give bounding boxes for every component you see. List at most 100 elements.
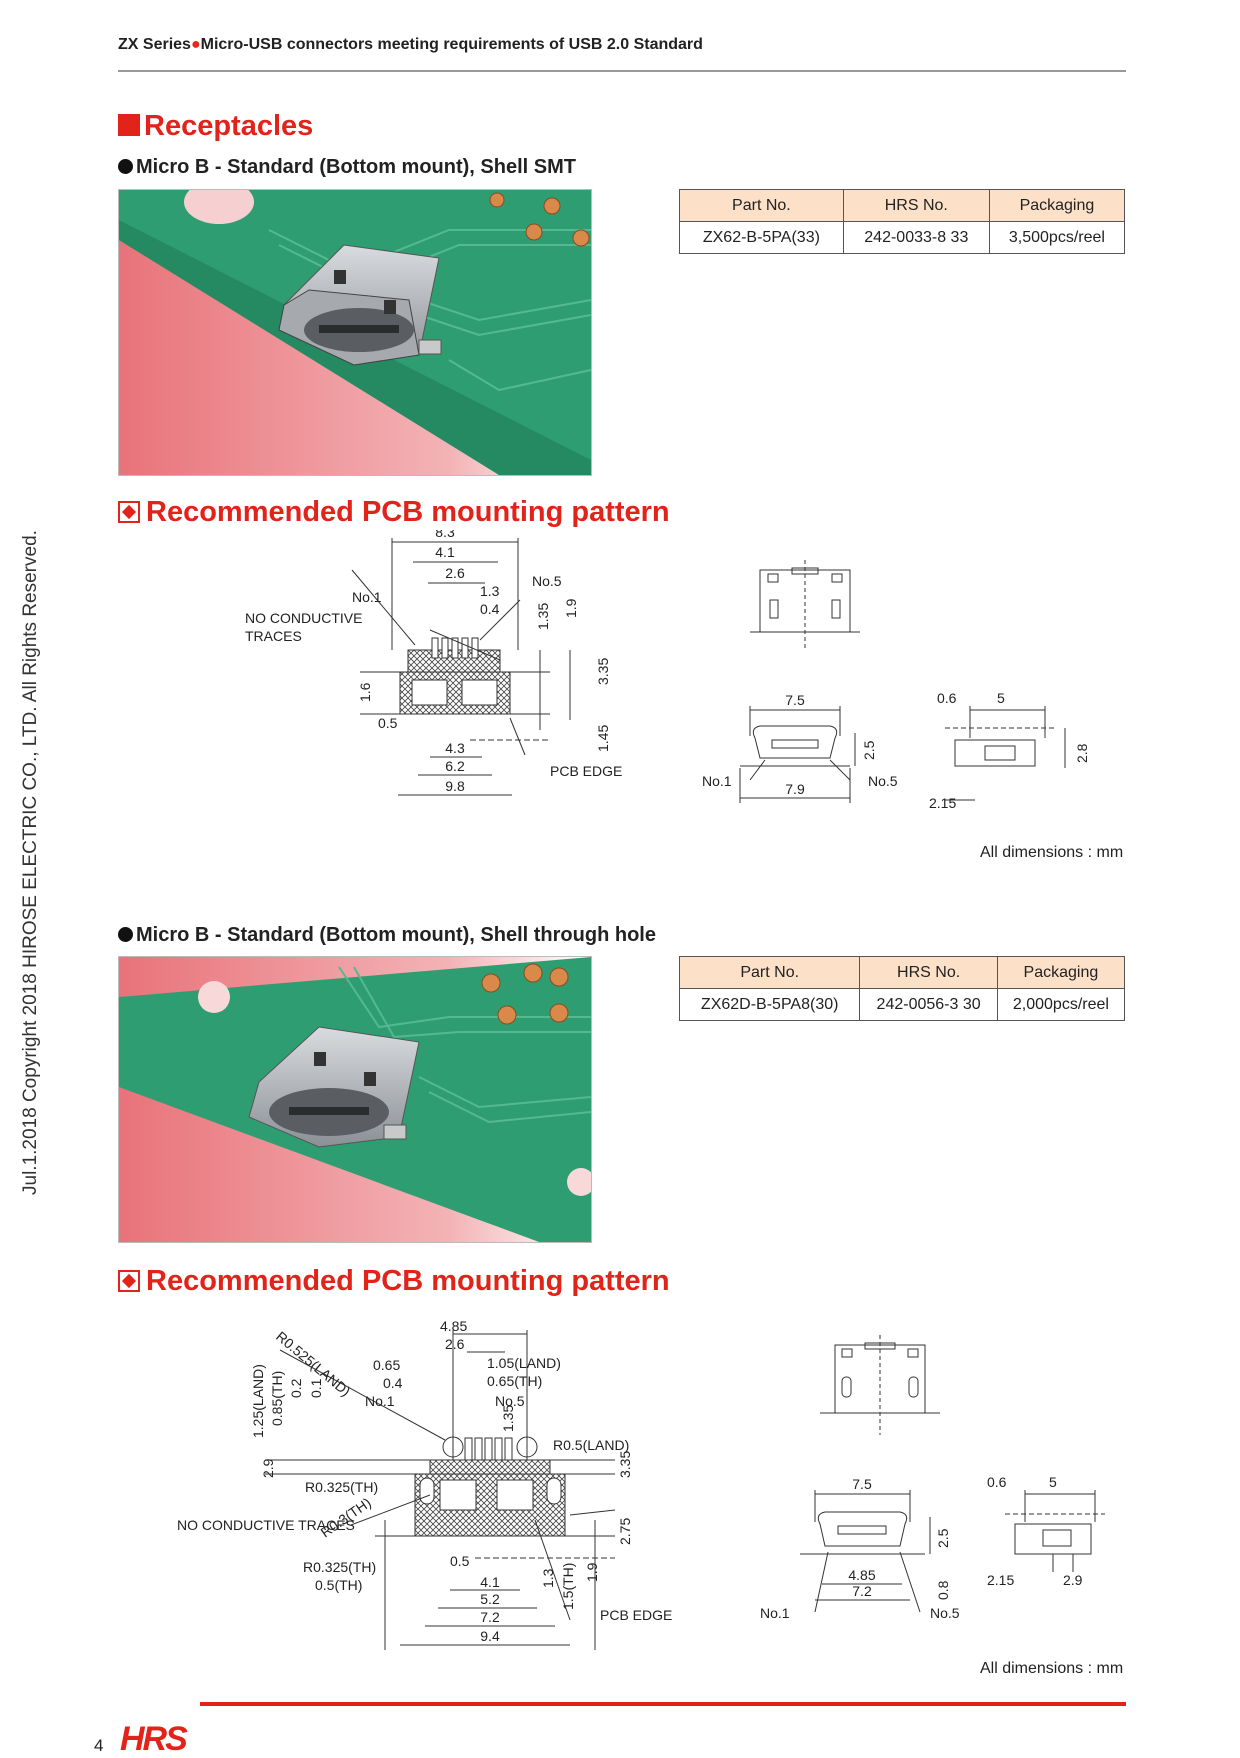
dim-9-8: 9.8 bbox=[445, 778, 465, 794]
red-square-icon bbox=[118, 114, 140, 136]
label-no5: No.5 bbox=[495, 1393, 525, 1409]
dim-0-65: 0.65 bbox=[373, 1357, 400, 1373]
label-no1: No.1 bbox=[365, 1393, 395, 1409]
side-dim-2-9: 2.9 bbox=[1063, 1572, 1083, 1588]
section2-pcb-pattern-drawing: 4.85 2.6 0.65 0.4 1.05(LAND) 0.65(TH) R0… bbox=[177, 1320, 672, 1650]
dim-1-45: 1.45 bbox=[595, 725, 611, 752]
hrs-logo-text: HRS bbox=[120, 1720, 188, 1758]
section1-front-view: 7.5 2.5 7.9 No.1 No.5 bbox=[702, 692, 898, 803]
receptacles-title-text: Receptacles bbox=[144, 110, 314, 142]
dim-3-35: 3.35 bbox=[595, 658, 611, 685]
side-dim-2-15: 2.15 bbox=[929, 795, 956, 811]
section1-top-view bbox=[750, 560, 860, 650]
bullet-icon bbox=[118, 159, 133, 174]
side-dim-5: 5 bbox=[997, 690, 1005, 706]
page-header: ZX Series●Micro-USB connectors meeting r… bbox=[118, 36, 703, 54]
header-series: ZX Series bbox=[118, 36, 191, 53]
label-no-conductive: NO CONDUCTIVE bbox=[245, 610, 362, 626]
dim-0-2: 0.2 bbox=[288, 1378, 304, 1398]
side-dim-2-15: 2.15 bbox=[987, 1572, 1014, 1588]
receptacles-title: Receptacles bbox=[118, 110, 313, 143]
header-dot: ● bbox=[190, 36, 201, 53]
dim-2-6: 2.6 bbox=[445, 1336, 465, 1352]
dim-2-9: 2.9 bbox=[260, 1458, 276, 1478]
section1-spec-table: Part No. HRS No. Packaging ZX62-B-5PA(33… bbox=[679, 189, 1126, 254]
product-photo-smt bbox=[118, 189, 592, 476]
header-subtitle: Micro-USB connectors meeting requirement… bbox=[200, 36, 703, 53]
product-photo-through-hole bbox=[118, 956, 592, 1243]
front-dim-7-5: 7.5 bbox=[785, 692, 805, 708]
dim-2-6: 2.6 bbox=[445, 565, 465, 581]
section2-pattern-title-text: Recommended PCB mounting pattern bbox=[146, 1265, 670, 1297]
col-hrs-no: HRS No. bbox=[859, 956, 998, 989]
front-dim-7-9: 7.9 bbox=[785, 781, 805, 797]
connector-photo-illustration bbox=[119, 190, 591, 475]
section2-dims-note: All dimensions : mm bbox=[980, 1660, 1124, 1677]
connector-photo-illustration bbox=[119, 957, 591, 1242]
dim-1-3: 1.3 bbox=[480, 583, 500, 599]
section1-pcb-pattern-drawing: 8.3 4.1 2.6 1.3 0.4 No.1 No.5 NO CONDUCT… bbox=[245, 530, 622, 796]
cell-hrs-no: 242-0056-3 30 bbox=[859, 988, 998, 1021]
dim-0-4: 0.4 bbox=[383, 1375, 403, 1391]
dim-0-85-th: 0.85(TH) bbox=[269, 1371, 285, 1426]
front-dim-2-5: 2.5 bbox=[861, 740, 877, 760]
diamond-icon bbox=[118, 1270, 140, 1292]
dim-4-1: 4.1 bbox=[435, 544, 455, 560]
table-row: ZX62D-B-5PA8(30) 242-0056-3 30 2,000pcs/… bbox=[678, 988, 1126, 1021]
label-traces: TRACES bbox=[245, 628, 302, 644]
dim-r0-325-th-b: R0.325(TH) bbox=[303, 1559, 376, 1575]
dim-1-35: 1.35 bbox=[535, 603, 551, 630]
section2-subtitle-text: Micro B - Standard (Bottom mount), Shell… bbox=[136, 924, 656, 946]
front-dim-7-2: 7.2 bbox=[852, 1583, 872, 1599]
dim-0-5-th: 0.5(TH) bbox=[315, 1577, 362, 1593]
dim-1-5-th: 1.5(TH) bbox=[560, 1563, 576, 1610]
side-dim-5: 5 bbox=[1049, 1474, 1057, 1490]
label-pcb-edge: PCB EDGE bbox=[550, 763, 622, 779]
section1-subtitle-text: Micro B - Standard (Bottom mount), Shell… bbox=[136, 156, 576, 178]
cell-part-no: ZX62D-B-5PA8(30) bbox=[678, 988, 861, 1021]
col-hrs-no: HRS No. bbox=[842, 189, 990, 222]
cell-packaging: 2,000pcs/reel bbox=[996, 988, 1126, 1021]
bullet-icon bbox=[118, 927, 133, 942]
table-row: ZX62-B-5PA(33) 242-0033-8 33 3,500pcs/re… bbox=[679, 221, 1126, 254]
dim-4-1: 4.1 bbox=[480, 1574, 500, 1590]
diamond-icon bbox=[118, 501, 140, 523]
col-part-no: Part No. bbox=[679, 189, 844, 222]
front-label-no5: No.5 bbox=[930, 1605, 960, 1621]
label-no1: No.1 bbox=[352, 589, 382, 605]
front-dim-7-5: 7.5 bbox=[852, 1476, 872, 1492]
section1-pattern-title-text: Recommended PCB mounting pattern bbox=[146, 496, 670, 528]
dim-r0-5-land: R0.5(LAND) bbox=[553, 1437, 629, 1453]
section2-top-view bbox=[820, 1335, 940, 1435]
dim-1-05-land: 1.05(LAND) bbox=[487, 1355, 561, 1371]
label-no5: No.5 bbox=[532, 573, 562, 589]
front-label-no5: No.5 bbox=[868, 773, 898, 789]
section1-dims-note: All dimensions : mm bbox=[980, 844, 1124, 861]
copyright-sidebar: Jul.1.2018 Copyright 2018 HIROSE ELECTRI… bbox=[20, 530, 41, 1195]
footer-red-line bbox=[200, 1702, 1126, 1706]
col-part-no: Part No. bbox=[678, 956, 861, 989]
dim-6-2: 6.2 bbox=[445, 758, 465, 774]
section2-subtitle: Micro B - Standard (Bottom mount), Shell… bbox=[118, 924, 656, 947]
section1-pattern-title: Recommended PCB mounting pattern bbox=[118, 496, 670, 529]
dim-0-5: 0.5 bbox=[378, 715, 398, 731]
dim-0-1: 0.1 bbox=[308, 1378, 324, 1398]
section2-side-view: 0.6 5 2.15 2.9 bbox=[987, 1474, 1105, 1588]
hrs-logo: HRS bbox=[120, 1722, 192, 1756]
dim-0-4: 0.4 bbox=[480, 601, 500, 617]
label-no-conductive-traces: NO CONDUCTIVE TRACES bbox=[177, 1517, 355, 1533]
dim-5-2: 5.2 bbox=[480, 1591, 500, 1607]
section2-pattern-title: Recommended PCB mounting pattern bbox=[118, 1265, 670, 1298]
col-packaging: Packaging bbox=[996, 956, 1126, 989]
dim-7-2: 7.2 bbox=[480, 1609, 500, 1625]
side-dim-0-6: 0.6 bbox=[987, 1474, 1007, 1490]
header-divider bbox=[118, 70, 1126, 72]
front-dim-0-8: 0.8 bbox=[935, 1580, 951, 1600]
dim-0-5: 0.5 bbox=[450, 1553, 470, 1569]
cell-packaging: 3,500pcs/reel bbox=[988, 221, 1126, 254]
dim-1-25-land: 1.25(LAND) bbox=[250, 1364, 266, 1438]
dim-r0-325-th-a: R0.325(TH) bbox=[305, 1479, 378, 1495]
section1-subtitle: Micro B - Standard (Bottom mount), Shell… bbox=[118, 156, 576, 179]
section2-spec-table: Part No. HRS No. Packaging ZX62D-B-5PA8(… bbox=[678, 956, 1126, 1021]
label-pcb-edge: PCB EDGE bbox=[600, 1607, 672, 1623]
